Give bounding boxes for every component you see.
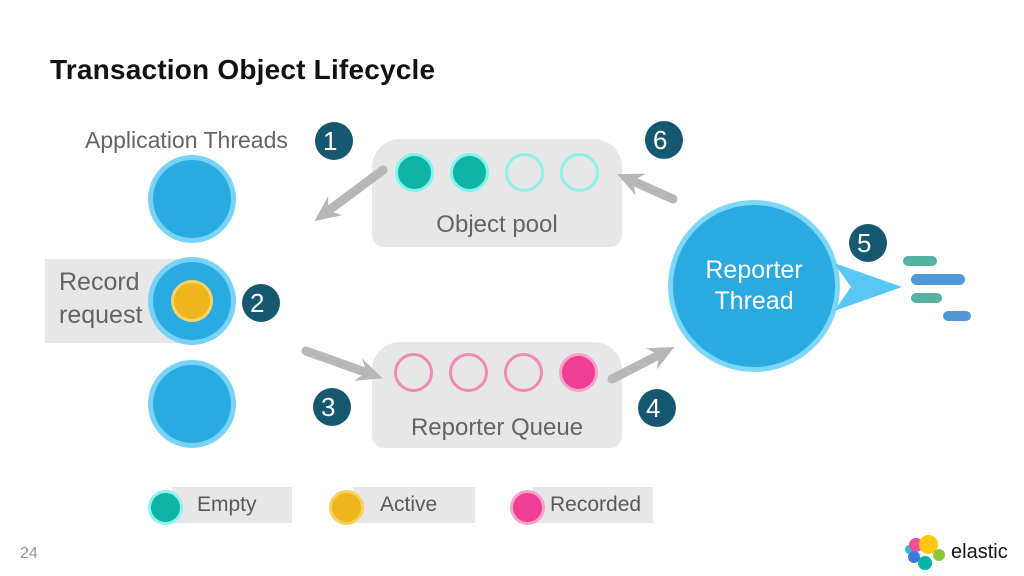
reporter-queue-label: Reporter Queue	[410, 414, 584, 441]
emit-arrow	[834, 263, 902, 311]
logo-blob-teal	[918, 556, 932, 570]
output-dash	[911, 274, 965, 285]
output-dash	[903, 256, 937, 266]
brand-text: elastic	[951, 541, 1008, 563]
legend-item-active: Active	[353, 487, 475, 523]
application-threads-label: Application Threads	[85, 127, 288, 153]
application-thread-circle	[148, 360, 236, 448]
output-dash	[911, 293, 942, 303]
legend-dot-recorded	[510, 490, 545, 525]
reporter-queue-slots	[394, 353, 598, 392]
step-badge-1: 1	[315, 122, 353, 160]
object-pool-box: Object pool	[372, 139, 622, 247]
arrow-thread-to-queue-step3	[301, 346, 383, 381]
logo-blob-yellow	[919, 535, 938, 554]
pool-slot-outline	[505, 153, 544, 192]
active-object-dot	[171, 280, 213, 322]
application-thread-circle	[148, 155, 236, 243]
legend-label-empty: Empty	[197, 493, 257, 516]
legend-dot-active	[329, 490, 364, 525]
step-badge-2: 2	[242, 284, 280, 322]
object-pool-slots	[395, 153, 599, 192]
step-badge-3: 3	[313, 388, 351, 426]
queue-slot-outline	[394, 353, 433, 392]
logo-blob-green	[933, 549, 945, 561]
application-thread-circle-active	[148, 257, 236, 345]
pool-slot-outline	[560, 153, 599, 192]
reporter-queue-box: Reporter Queue	[372, 342, 622, 448]
page-number: 24	[20, 545, 38, 562]
queue-slot-outline	[504, 353, 543, 392]
object-pool-label: Object pool	[436, 211, 558, 238]
legend-item-empty: Empty	[172, 487, 292, 523]
step-badge-5: 5	[849, 224, 887, 262]
logo-blob-cyan	[905, 545, 914, 554]
logo-blob-blue	[908, 551, 920, 563]
slide-title: Transaction Object Lifecycle	[50, 54, 436, 85]
pool-slot-filled	[450, 153, 489, 192]
queue-slot-filled	[559, 353, 598, 392]
reporter-thread-label: Reporter Thread	[705, 255, 803, 315]
step-badge-4: 4	[638, 389, 676, 427]
elastic-logo: elastic	[905, 534, 1024, 574]
arrow-reporter-to-pool-step6	[617, 173, 678, 204]
legend-dot-empty	[148, 490, 183, 525]
legend-label-recorded: Recorded	[550, 493, 642, 516]
reporter-thread-circle: Reporter Thread	[668, 200, 840, 372]
legend-label-active: Active	[380, 493, 438, 516]
queue-slot-outline	[449, 353, 488, 392]
output-dash	[943, 311, 971, 321]
legend-item-recorded: Recorded	[533, 487, 653, 523]
step-badge-6: 6	[645, 121, 683, 159]
record-request-label: Record request	[59, 268, 143, 329]
pool-slot-filled	[395, 153, 434, 192]
